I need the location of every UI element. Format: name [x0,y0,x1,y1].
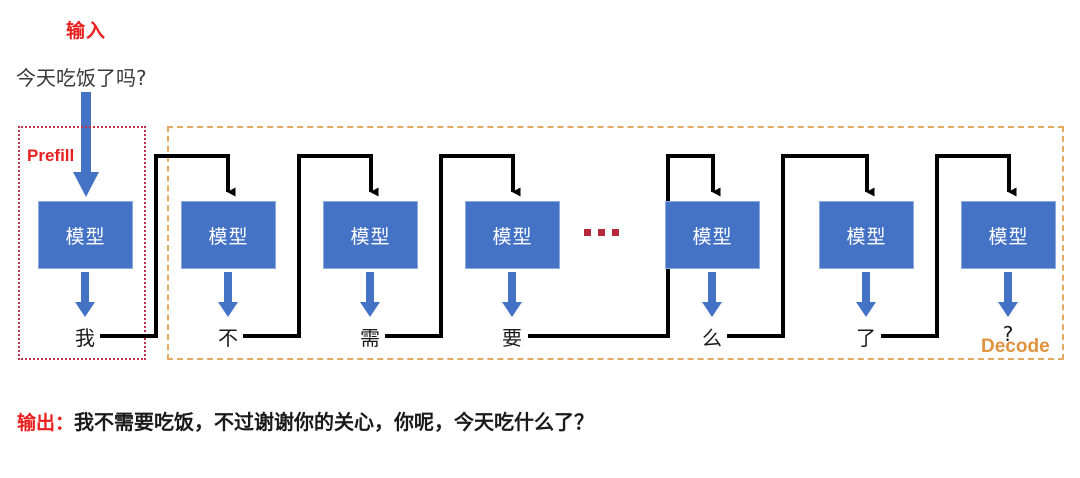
model-box-label: 模型 [846,225,887,248]
input-prompt-text: 今天吃饭了吗? [16,66,147,90]
model-box-2[interactable]: 模型 [181,201,276,269]
decode-region [167,126,1064,360]
token-5: 么 [702,326,722,350]
model-box-label: 模型 [65,225,106,248]
token-6: 了 [856,326,876,350]
model-box-label: 模型 [208,225,249,248]
token-4: 要 [502,326,522,350]
ellipsis-dot [612,229,619,236]
output-text: 我不需要吃饭，不过谢谢你的关心，你呢，今天吃什么了？ [74,410,595,434]
model-box-6[interactable]: 模型 [819,201,914,269]
model-box-3[interactable]: 模型 [323,201,418,269]
output-label: 输出： [17,412,75,434]
token-2: 不 [218,326,238,350]
token-3: 需 [360,326,380,350]
decode-region-label: Decode [981,336,1050,357]
model-box-label: 模型 [350,225,391,248]
model-box-1[interactable]: 模型 [38,201,133,269]
ellipsis-dot [584,229,591,236]
prefill-region-label: Prefill [27,146,75,165]
model-box-label: 模型 [692,225,733,248]
ellipsis-dot [598,229,605,236]
ellipsis-indicator [584,229,619,236]
output-row: 输出： 我不需要吃饭，不过谢谢你的关心，你呢，今天吃什么了？ [17,406,594,435]
token-1: 我 [75,326,95,350]
model-box-4[interactable]: 模型 [465,201,560,269]
model-box-label: 模型 [988,225,1029,248]
input-label: 输入 [66,21,107,42]
model-box-7[interactable]: 模型 [961,201,1056,269]
model-box-label: 模型 [492,225,533,248]
token-7: ? [1002,322,1014,346]
model-box-5[interactable]: 模型 [665,201,760,269]
